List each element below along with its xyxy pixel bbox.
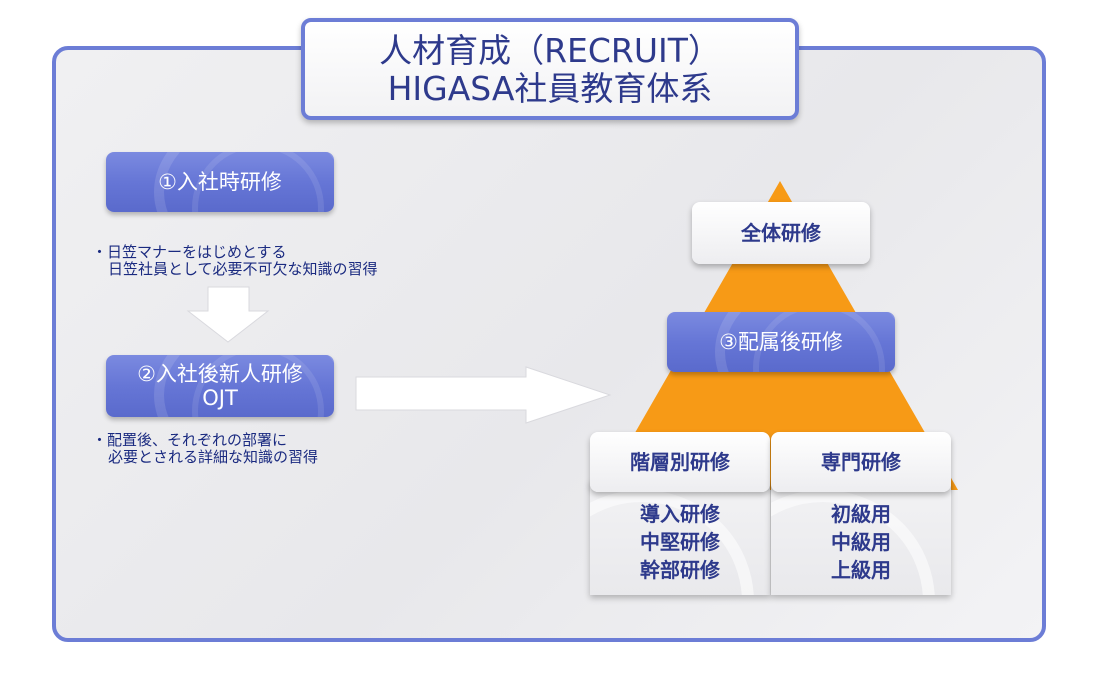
- step2-note-line-2: 必要とされる詳細な知識の習得: [108, 448, 319, 466]
- left-header-box: 階層別研修: [590, 432, 770, 492]
- step1-note: ・日笠マナーをはじめとする 日笠社員として必要不可欠な知識の習得: [92, 244, 378, 278]
- left-list-item: 幹部研修: [640, 558, 720, 582]
- left-list-panel: 導入研修 中堅研修 幹部研修: [590, 480, 770, 595]
- step1-note-line-2: 日笠社員として必要不可欠な知識の習得: [108, 260, 378, 278]
- right-list-item: 初級用: [831, 502, 891, 526]
- step2-note: ・配置後、それぞれの部署に 必要とされる詳細な知識の習得: [92, 432, 318, 466]
- step1-note-line-1: ・日笠マナーをはじめとする: [92, 243, 287, 261]
- step2-label-line-1: ②入社後新人研修: [137, 362, 303, 386]
- step2-note-line-1: ・配置後、それぞれの部署に: [92, 431, 288, 449]
- right-arrow: [355, 366, 612, 424]
- right-list-item: 上級用: [831, 558, 891, 582]
- step3-box: ③配属後研修: [667, 312, 895, 372]
- step1-box: ①入社時研修: [106, 152, 334, 212]
- step2-label-line-2: OJT: [202, 386, 238, 410]
- right-header-box: 専門研修: [771, 432, 951, 492]
- right-list-panel: 初級用 中級用 上級用: [771, 480, 951, 595]
- title-line-2: HIGASA社員教育体系: [387, 69, 713, 108]
- step3-label: ③配属後研修: [719, 330, 843, 354]
- title-line-1: 人材育成（RECRUIT）: [379, 31, 721, 70]
- title-box: 人材育成（RECRUIT） HIGASA社員教育体系: [301, 18, 799, 120]
- pyramid-top-box: 全体研修: [692, 202, 870, 264]
- right-list-item: 中級用: [831, 530, 891, 554]
- step1-label: ①入社時研修: [158, 170, 282, 194]
- left-list-item: 導入研修: [640, 502, 720, 526]
- left-list-item: 中堅研修: [640, 530, 720, 554]
- down-arrow: [186, 286, 270, 343]
- step2-box: ②入社後新人研修 OJT: [106, 355, 334, 417]
